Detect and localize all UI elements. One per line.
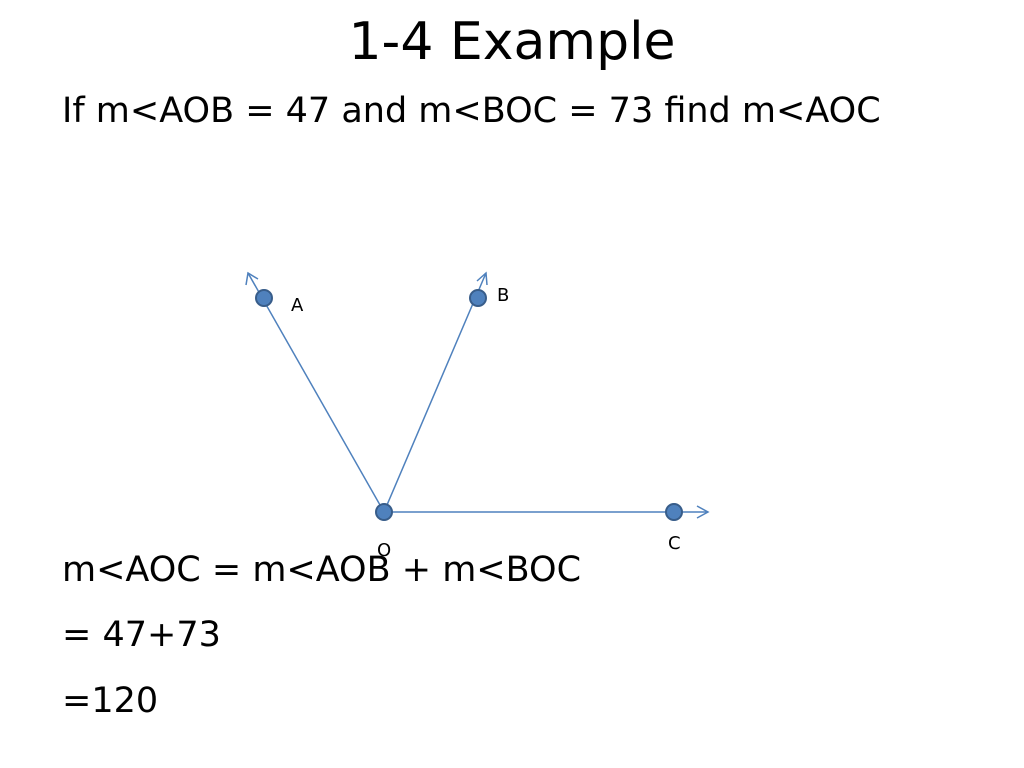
- point-c: [665, 503, 683, 521]
- point-b: [469, 289, 487, 307]
- label-a: A: [291, 295, 304, 316]
- label-c: C: [668, 533, 681, 554]
- problem-statement: If m<AOB = 47 and m<BOC = 73 find m<AOC: [62, 91, 881, 131]
- ray-ob: [383, 272, 487, 513]
- ray-oa: [247, 272, 385, 513]
- ray-ob-arrowhead: [476, 271, 488, 286]
- point-a: [255, 289, 273, 307]
- label-o: O: [377, 540, 391, 561]
- ray-oa-arrowhead: [245, 271, 259, 286]
- solution-step: =120: [62, 681, 159, 721]
- label-b: B: [497, 285, 509, 306]
- slide-title: 1-4 Example: [348, 12, 676, 72]
- point-o: [375, 503, 393, 521]
- ray-oc-arrowhead: [696, 505, 710, 519]
- solution-step: m<AOC = m<AOB + m<BOC: [62, 550, 582, 590]
- solution-step: = 47+73: [62, 615, 221, 655]
